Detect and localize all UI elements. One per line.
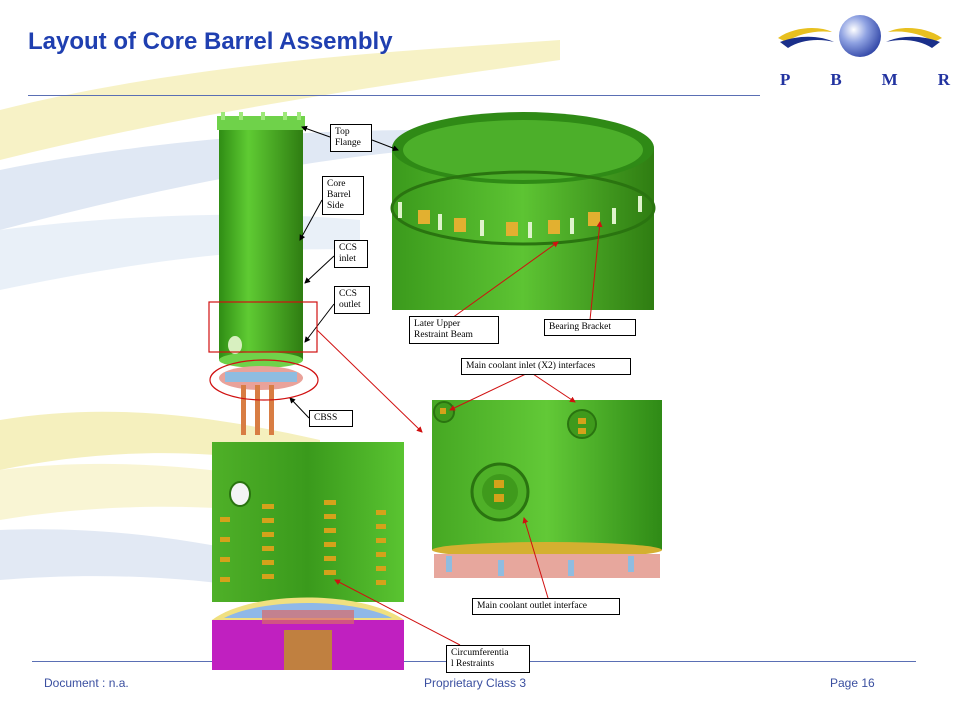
footer-classification: Proprietary Class 3 [424, 676, 527, 690]
callout-main-coolant-outlet: Main coolant outlet interface [472, 598, 620, 615]
callout-circumferential-restraints: Circumferentia l Restraints [446, 645, 530, 673]
callout-top-flange: Top Flange [330, 124, 372, 152]
callout-main-coolant-inlet: Main coolant inlet (X2) interfaces [461, 358, 631, 375]
callout-bearing-bracket: Bearing Bracket [544, 319, 636, 336]
title-divider [28, 95, 760, 96]
interior-cutaway-render [212, 442, 404, 670]
footer-page-number: Page 16 [830, 676, 875, 690]
logo-letter-p: P [780, 70, 791, 89]
footer-document: Document : n.a. [44, 676, 129, 690]
callout-cbss: CBSS [309, 410, 353, 427]
slide-title: Layout of Core Barrel Assembly [28, 28, 393, 55]
top-flange-render [390, 112, 656, 310]
coolant-interfaces-render [432, 400, 662, 578]
core-barrel-render [217, 112, 305, 435]
footer-divider-right [404, 661, 916, 662]
callout-later-upper-restraint-beam: Later Upper Restraint Beam [409, 316, 499, 344]
logo-letter-r: R [937, 70, 950, 89]
logo-letters: P B M R [780, 70, 950, 90]
callout-ccs-inlet: CCS inlet [334, 240, 368, 268]
callout-core-barrel-side: Core Barrel Side [322, 176, 364, 215]
footer-divider-left [32, 661, 212, 662]
callout-ccs-outlet: CCS outlet [334, 286, 370, 314]
logo-letter-m: M [881, 70, 898, 89]
logo-letter-b: B [830, 70, 842, 89]
pbmr-logo [778, 15, 942, 57]
